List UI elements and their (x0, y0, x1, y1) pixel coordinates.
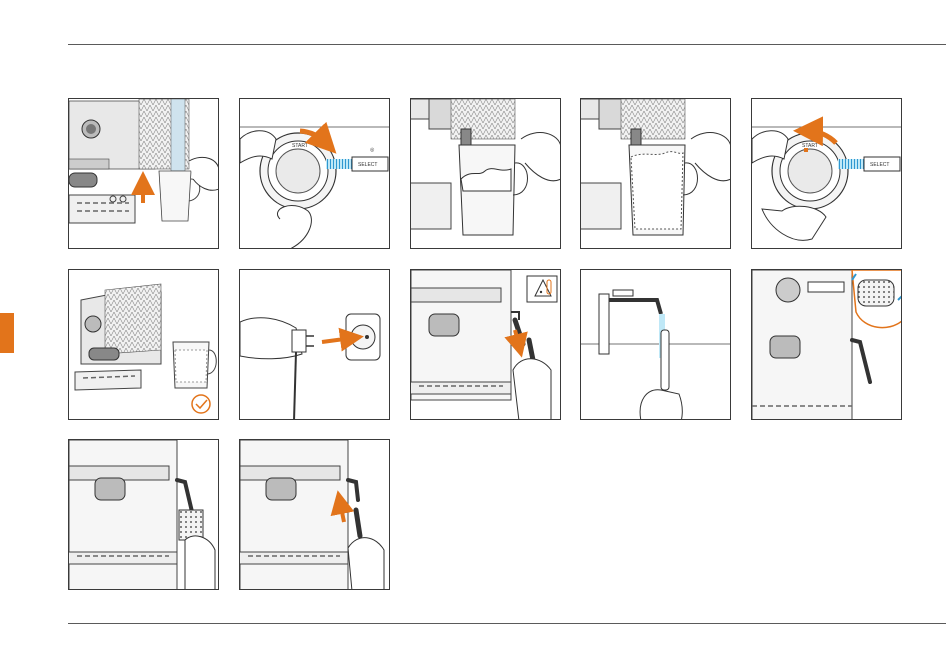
step-panel-4 (580, 98, 731, 249)
reattach-wand-tip-icon (240, 440, 390, 590)
step-panel-1 (68, 98, 219, 249)
wipe-wand-with-sponge-icon (752, 270, 902, 420)
step-panel-11 (68, 439, 219, 590)
svg-text:◎: ◎ (370, 147, 375, 153)
step-panel-7 (239, 269, 390, 420)
step-panel-5: SELECT START (751, 98, 902, 249)
step-panel-8 (410, 269, 561, 420)
step-panel-10 (751, 269, 902, 420)
top-rule (68, 44, 946, 45)
unplug-power-icon (240, 270, 390, 420)
rinse-tip-under-tap-icon (581, 270, 731, 420)
milk-frothed-cup-icon (581, 99, 731, 249)
step-panel-9 (580, 269, 731, 420)
knob-turn-back-icon: SELECT START (752, 99, 902, 249)
bottom-rule (68, 623, 946, 624)
step-panel-2: SELECT START ◎ (239, 98, 390, 249)
step-panel-12 (239, 439, 390, 590)
cup-under-steam-wand-icon (69, 99, 219, 249)
milk-foaming-cup-icon (411, 99, 561, 249)
knob-turn-to-steam-icon: SELECT START ◎ (240, 99, 390, 249)
step-panel-6 (68, 269, 219, 420)
select-label: SELECT (358, 162, 377, 168)
step-panel-3 (410, 98, 561, 249)
select-label-2: SELECT (870, 162, 889, 168)
section-tab (0, 313, 14, 353)
remove-hot-wand-tip-icon (411, 270, 561, 420)
clean-wand-brush-icon (69, 440, 219, 590)
start-label: START (292, 143, 308, 149)
check-badge-icon (192, 395, 210, 413)
machine-with-finished-drink-icon (69, 270, 219, 420)
